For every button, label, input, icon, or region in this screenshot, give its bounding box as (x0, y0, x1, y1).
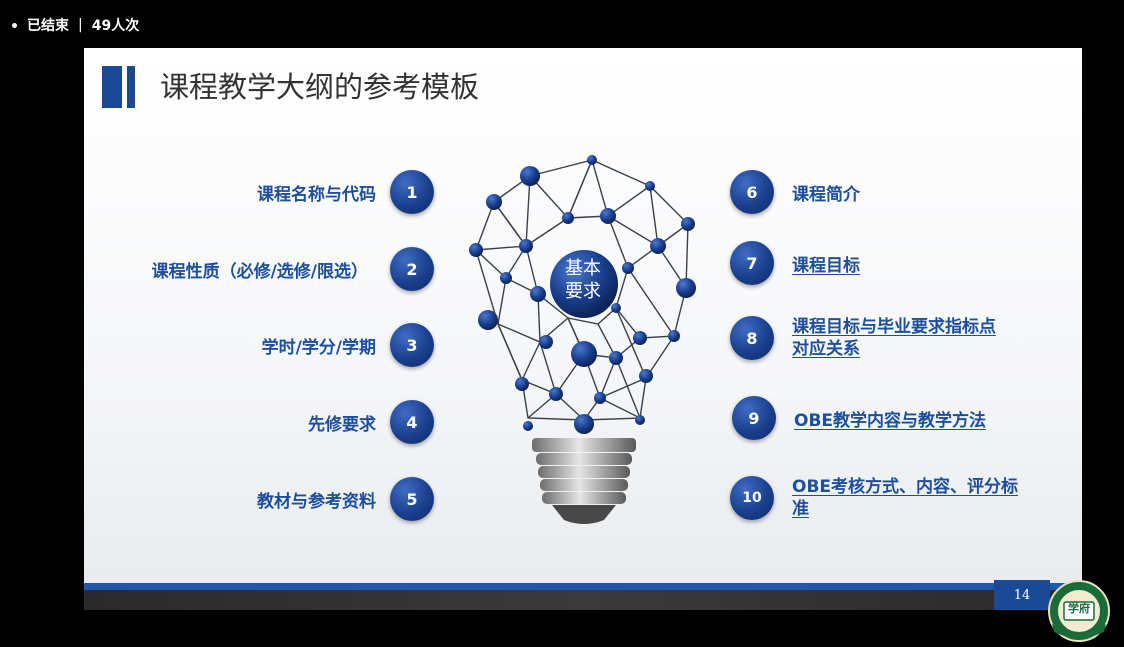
bulb-base (532, 438, 636, 524)
list-item-7: 7 课程目标 (730, 241, 860, 285)
list-item-9: 9 OBE教学内容与教学方法 (732, 396, 986, 440)
item-label: 课程简介 (792, 184, 860, 205)
live-state-label: 已结束 (27, 18, 69, 34)
slide-footer-shadow (84, 590, 1082, 610)
presentation-slide: 课程教学大纲的参考模板 课程名称与代码 1 课程性质（必修/选修/限选） 2 学… (84, 48, 1082, 610)
item-label-link[interactable]: 课程目标 (792, 255, 860, 276)
network-nodes (469, 155, 696, 434)
number-badge: 9 (732, 396, 776, 440)
page-number: 14 (994, 580, 1050, 610)
number-badge: 1 (390, 170, 434, 214)
item-label-link[interactable]: 课程目标与毕业要求指标点对应关系 (792, 317, 996, 359)
list-item-4: 先修要求 4 (308, 400, 434, 444)
item-label: 先修要求 (308, 414, 376, 435)
list-item-6: 6 课程简介 (730, 170, 860, 214)
viewer-count: 49人次 (91, 18, 140, 34)
list-item-2: 课程性质（必修/选修/限选） 2 (152, 247, 434, 291)
list-item-8: 8 课程目标与毕业要求指标点对应关系 (730, 316, 1002, 360)
item-label: 教材与参考资料 (257, 491, 376, 512)
number-badge: 10 (730, 476, 774, 520)
title-accent-stripe (127, 66, 135, 108)
slide-title: 课程教学大纲的参考模板 (160, 70, 480, 104)
item-label: 课程名称与代码 (257, 184, 376, 205)
number-badge: 6 (730, 170, 774, 214)
bulb-center-label: 基本 要求 (547, 257, 619, 317)
live-status-bar: 已结束 | 49人次 (12, 14, 139, 36)
status-separator: | (78, 17, 83, 33)
number-badge: 8 (730, 316, 774, 360)
number-badge: 5 (390, 477, 434, 521)
list-item-1: 课程名称与代码 1 (257, 170, 434, 214)
number-badge: 4 (390, 400, 434, 444)
number-badge: 2 (390, 247, 434, 291)
number-badge: 7 (730, 241, 774, 285)
list-item-3: 学时/学分/学期 3 (262, 323, 434, 367)
list-item-5: 教材与参考资料 5 (257, 477, 434, 521)
number-badge: 3 (390, 323, 434, 367)
center-label-line1: 基本 (565, 258, 601, 279)
lightbulb-network-illustration (469, 155, 696, 524)
center-label-line2: 要求 (565, 281, 601, 302)
title-accent-block (102, 66, 122, 108)
logo-text: 学府 (1068, 602, 1090, 615)
item-label-link[interactable]: OBE教学内容与教学方法 (794, 410, 987, 431)
item-label: 学时/学分/学期 (261, 337, 376, 358)
status-dot-icon (12, 22, 17, 28)
item-label: 课程性质（必修/选修/限选） (151, 261, 368, 282)
school-emblem-icon (1048, 580, 1110, 642)
slide-footer-bar (84, 583, 1082, 590)
list-item-10: 10 OBE考核方式、内容、评分标准 (730, 476, 1024, 520)
item-label-link[interactable]: OBE考核方式、内容、评分标准 (792, 477, 1019, 519)
